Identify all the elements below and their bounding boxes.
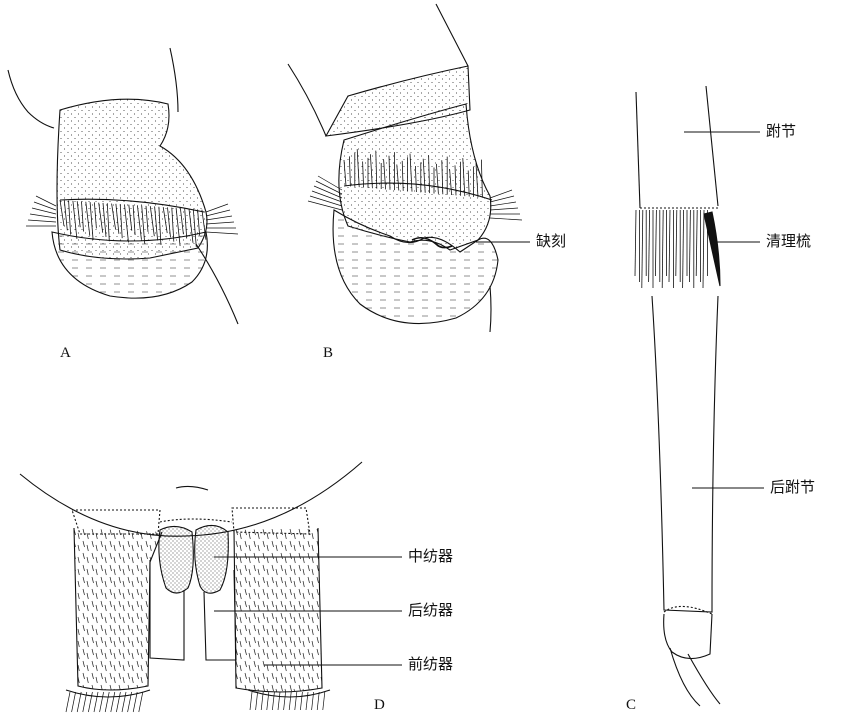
bristle-stroke [94, 692, 98, 712]
panel-c-tarsus-edge [706, 86, 718, 206]
bristle-stroke [133, 692, 137, 712]
bristle-stroke [100, 692, 104, 712]
bristle-stroke [206, 222, 234, 224]
bristle-stroke [116, 692, 120, 712]
panel-label-d: D [374, 697, 385, 714]
bristle-stroke [306, 692, 308, 710]
panel-b-segment-outline [288, 64, 326, 136]
panel-c-comb-bristles [635, 210, 707, 288]
label-posterior-spinneret: 后纺器 [408, 603, 453, 618]
bristle-stroke [122, 692, 126, 712]
panel-c-comb-spine [704, 212, 720, 286]
bristle-stroke [34, 202, 56, 210]
bristle-stroke [662, 210, 663, 288]
panel-c-hind-tarsus-outline [652, 296, 718, 612]
label-tarsus: 跗节 [766, 124, 796, 139]
bristle-stroke [72, 692, 76, 712]
label-comb: 清理梳 [766, 234, 811, 249]
panel-a-pad [52, 232, 207, 298]
bristle-stroke [256, 692, 258, 710]
bristle-stroke [703, 210, 704, 288]
bristle-stroke [295, 692, 297, 710]
panel-d-base [160, 519, 232, 522]
bristle-stroke [278, 692, 280, 710]
panel-b-segment-outline [436, 4, 468, 66]
panel-a-segment-outline [170, 48, 178, 112]
panel-a-segment-outline [8, 70, 54, 128]
bristle-stroke [669, 210, 670, 282]
bristle-stroke [683, 210, 684, 288]
panel-d-anterior-spinneret-left [74, 528, 162, 690]
panel-d-drawing [20, 462, 362, 712]
bristle-stroke [312, 191, 342, 202]
bristle-stroke [300, 692, 302, 710]
bristle-stroke [490, 218, 522, 220]
panel-d-abdomen-outline [20, 462, 362, 536]
panel-label-b: B [323, 345, 333, 362]
panel-c-drawing [635, 86, 720, 706]
bristle-stroke [284, 692, 286, 710]
panel-b-segment-outline [490, 286, 491, 332]
bristle-stroke [30, 214, 56, 218]
bristle-stroke [323, 692, 325, 710]
bristle-stroke [308, 201, 342, 210]
bristle-stroke [105, 692, 109, 712]
bristle-stroke [88, 692, 92, 712]
panel-a-stippled-plate [57, 99, 207, 259]
panel-c-claw [688, 654, 720, 704]
panel-d-middle-spinneret [195, 525, 229, 593]
panel-a-drawing [8, 48, 238, 324]
bristle-stroke [676, 210, 677, 276]
bristle-stroke [36, 196, 56, 206]
bristle-stroke [66, 692, 70, 712]
bristle-stroke [206, 216, 232, 220]
bristle-stroke [490, 202, 516, 206]
bristle-stroke [696, 210, 697, 276]
label-middle-spinneret: 中纺器 [408, 549, 453, 564]
panel-label-c: C [626, 697, 636, 714]
bristle-stroke [655, 210, 656, 276]
panel-d-middle-spinneret [159, 526, 193, 593]
bristle-stroke [649, 210, 650, 282]
bristle-stroke [635, 210, 636, 276]
bristle-stroke [206, 204, 228, 212]
label-notch: 缺刻 [536, 234, 566, 249]
bristle-stroke [261, 692, 263, 710]
bristle-stroke [206, 232, 238, 234]
panel-c-claw [670, 648, 700, 706]
bristle-stroke [689, 210, 690, 282]
panel-label-a: A [60, 345, 71, 362]
bristle-stroke [289, 692, 291, 710]
bristle-stroke [490, 208, 518, 210]
bristle-stroke [77, 692, 81, 712]
panel-d-anal-tubercle [176, 486, 208, 490]
bristle-stroke [272, 692, 274, 710]
bristle-stroke [317, 692, 319, 710]
panel-d-spinneret-tip [66, 690, 150, 697]
bristle-stroke [490, 190, 512, 198]
panel-b-drawing [288, 4, 522, 332]
panel-d-hair-fringe [66, 692, 325, 712]
bristle-stroke [111, 692, 115, 712]
bristle-stroke [310, 196, 342, 206]
bristle-stroke [139, 692, 143, 712]
panel-d-anterior-spinneret-right [234, 528, 322, 692]
label-anterior-spinneret: 前纺器 [408, 657, 453, 672]
bristle-stroke [642, 210, 643, 288]
bristle-stroke [28, 220, 56, 222]
label-hind-tarsus: 后跗节 [770, 480, 815, 495]
panel-c-tarsus-edge [636, 92, 640, 208]
bristle-stroke [250, 692, 252, 710]
